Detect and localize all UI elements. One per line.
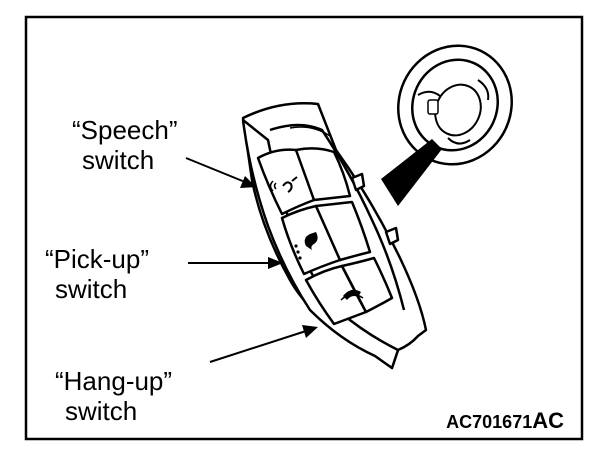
steering-wheel-icon xyxy=(397,44,513,166)
speech-label: “Speech” switch xyxy=(72,115,178,175)
figure-code-suffix: AC xyxy=(532,408,564,433)
speech-icon xyxy=(269,176,298,193)
pick-up-phone-icon xyxy=(294,232,318,260)
switch-panel xyxy=(241,102,428,370)
speech-arrow xyxy=(185,157,256,188)
pickup-label: “Pick-up” switch xyxy=(45,244,149,304)
speech-label-line2: switch xyxy=(82,145,155,175)
hangup-label-line2: switch xyxy=(65,396,138,426)
pick-up-arrow xyxy=(188,257,283,269)
figure-code: AC701671AC xyxy=(446,408,564,434)
hang-up-phone-icon xyxy=(340,289,364,301)
hangup-label: “Hang-up” switch xyxy=(55,366,172,426)
figure-border xyxy=(24,15,584,441)
hang-up-arrow xyxy=(209,325,318,363)
hangup-label-line1: “Hang-up” xyxy=(55,366,173,396)
figure-code-prefix: AC701671 xyxy=(446,412,533,432)
pickup-label-line2: switch xyxy=(55,274,128,304)
pickup-label-line1: “Pick-up” xyxy=(45,244,150,274)
speech-label-line1: “Speech” xyxy=(72,115,178,145)
magnification-pointer xyxy=(381,139,442,206)
